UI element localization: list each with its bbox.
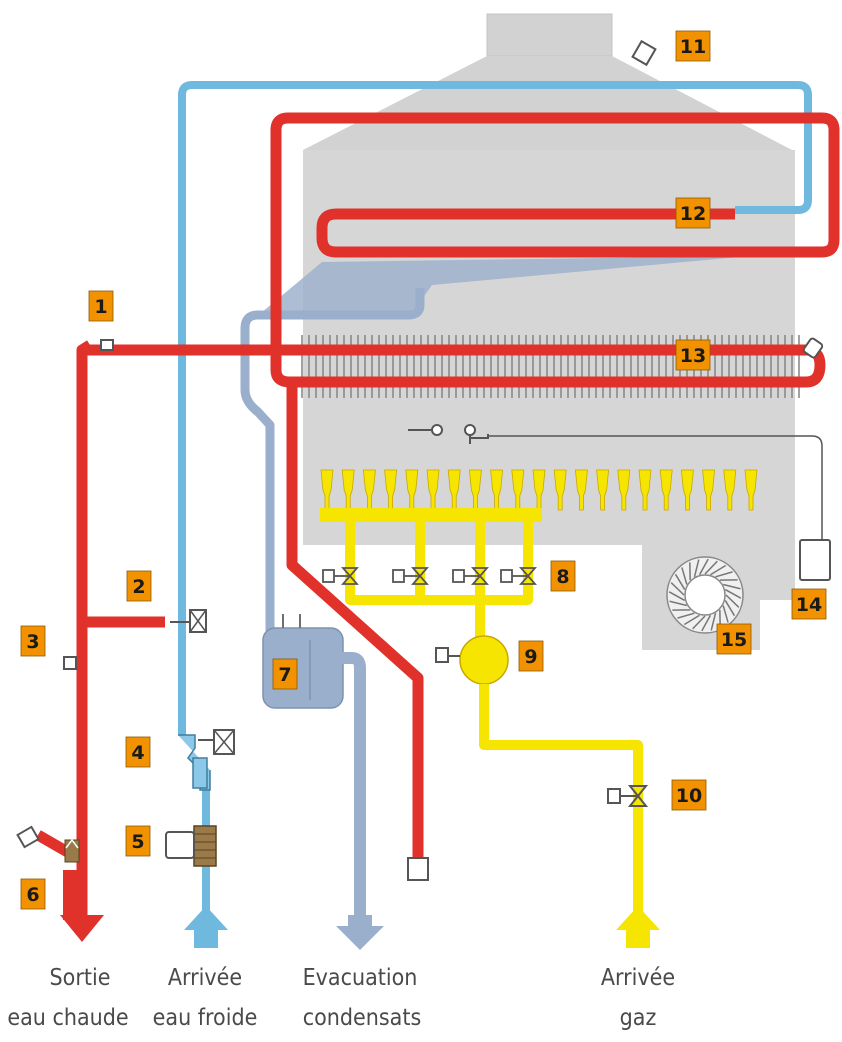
flue-sensor-11 xyxy=(631,39,657,67)
svg-text:condensats: condensats xyxy=(303,1005,422,1031)
badge-14: 14 xyxy=(791,588,827,620)
sensor-1 xyxy=(100,339,114,351)
hot-out-arrow xyxy=(60,915,104,942)
badge-4: 4 xyxy=(125,736,151,768)
fan-15 xyxy=(666,556,744,634)
burner xyxy=(659,469,673,511)
svg-text:14: 14 xyxy=(796,594,822,616)
svg-text:Sortie: Sortie xyxy=(50,965,111,991)
gas-in-arrow xyxy=(616,906,660,948)
cold-water-line xyxy=(165,81,812,915)
caption-cold-in: Arrivée eau froide xyxy=(153,965,258,1031)
badge-11: 11 xyxy=(675,30,711,62)
burner xyxy=(596,469,610,511)
badge-7: 7 xyxy=(272,658,298,690)
badge-3: 3 xyxy=(20,625,46,657)
burner xyxy=(638,469,652,511)
badge-9: 9 xyxy=(518,640,544,672)
badge-5: 5 xyxy=(125,825,151,857)
boiler-casing xyxy=(303,13,795,650)
condensate-tray xyxy=(255,256,750,318)
svg-text:Evacuation: Evacuation xyxy=(303,965,418,991)
svg-text:Arrivée: Arrivée xyxy=(601,965,675,991)
cold-filter-5 xyxy=(193,825,217,867)
svg-text:6: 6 xyxy=(26,884,39,906)
flue-hood xyxy=(303,56,792,150)
burner xyxy=(574,469,588,511)
svg-text:1: 1 xyxy=(94,296,107,318)
condensate-arrow xyxy=(336,915,384,950)
badge-8: 8 xyxy=(550,560,576,592)
svg-text:7: 7 xyxy=(278,664,291,686)
burner xyxy=(744,469,758,511)
electrodes xyxy=(408,424,823,540)
burner xyxy=(702,469,716,511)
svg-text:9: 9 xyxy=(524,646,537,668)
diverter-6-cap xyxy=(16,825,40,849)
svg-text:Arrivée: Arrivée xyxy=(168,965,242,991)
burner xyxy=(617,469,631,511)
burner xyxy=(553,469,567,511)
caption-gas-in: Arrivée gaz xyxy=(601,965,675,1031)
caption-hot-out: Sortie eau chaude xyxy=(7,965,128,1031)
badge-12: 12 xyxy=(675,197,711,229)
caption-condensate: Evacuation condensats xyxy=(303,965,422,1031)
badge-2: 2 xyxy=(126,570,152,602)
burner xyxy=(680,469,694,511)
svg-text:5: 5 xyxy=(131,831,144,853)
svg-text:eau chaude: eau chaude xyxy=(7,1005,128,1031)
svg-text:11: 11 xyxy=(680,36,706,58)
heating-return-cap xyxy=(407,857,429,881)
gas-valve-9 xyxy=(459,635,509,685)
badge-6: 6 xyxy=(20,878,46,910)
burner xyxy=(723,469,737,511)
flue-outlet xyxy=(486,13,613,57)
svg-text:15: 15 xyxy=(721,629,747,651)
sensor-3 xyxy=(63,656,77,670)
svg-text:4: 4 xyxy=(131,742,144,764)
svg-text:13: 13 xyxy=(680,345,706,367)
svg-text:8: 8 xyxy=(556,566,569,588)
cold-in-arrow xyxy=(184,906,228,948)
badge-1: 1 xyxy=(88,290,114,322)
badge-10: 10 xyxy=(671,779,707,811)
svg-text:gaz: gaz xyxy=(620,1005,657,1031)
hot-water-line xyxy=(16,112,840,920)
flow-arrows xyxy=(60,906,660,950)
svg-text:3: 3 xyxy=(26,631,39,653)
badge-13: 13 xyxy=(675,339,711,371)
svg-text:2: 2 xyxy=(132,576,145,598)
badge-15: 15 xyxy=(716,623,752,655)
svg-text:12: 12 xyxy=(680,203,706,225)
svg-text:eau froide: eau froide xyxy=(153,1005,258,1031)
control-module-14 xyxy=(799,539,831,581)
burner-row xyxy=(320,469,758,511)
gas-line xyxy=(320,469,758,915)
svg-text:10: 10 xyxy=(676,785,702,807)
